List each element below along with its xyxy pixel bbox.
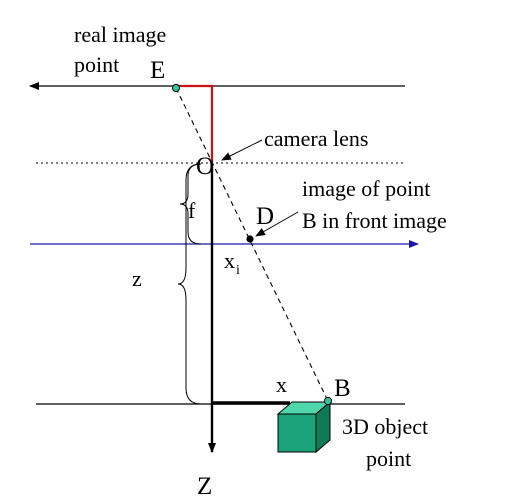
xi-label-subscript: i: [236, 263, 240, 278]
point-d-label: D: [256, 203, 274, 230]
distance-x-label: x: [276, 372, 287, 397]
image-point-pointer: [255, 211, 299, 237]
projection-ray: [175, 87, 329, 402]
point-d-marker: [246, 235, 254, 243]
camera-lens-pointer: [221, 139, 263, 161]
depth-z-label: z: [132, 266, 142, 291]
point-b-label: B: [334, 375, 351, 402]
cube-front-face: [277, 413, 317, 453]
point-e-label: E: [150, 57, 165, 84]
real-image-point-label-line1: real image: [74, 22, 166, 47]
focal-f-label: f: [188, 198, 196, 223]
depth-brace: [177, 163, 202, 405]
point-o-label: O: [196, 153, 214, 180]
object-cube: [276, 400, 332, 454]
xi-label-base: x: [224, 248, 235, 273]
image-of-point-label-line1: image of point: [302, 176, 430, 201]
focal-length-brace: [179, 163, 202, 245]
axis-z-label: Z: [197, 473, 212, 500]
camera-lens-label: camera lens: [264, 126, 368, 151]
real-image-segment: [176, 84, 214, 163]
real-image-point-label-line2: point: [74, 52, 119, 77]
image-of-point-label-line2: B in front image: [302, 208, 447, 233]
point-b-marker: [323, 396, 333, 406]
object-point-label-line1: 3D object: [342, 414, 428, 439]
xi-label: xi: [224, 248, 240, 278]
point-e-marker: [171, 83, 181, 93]
object-point-label-line2: point: [366, 446, 411, 471]
